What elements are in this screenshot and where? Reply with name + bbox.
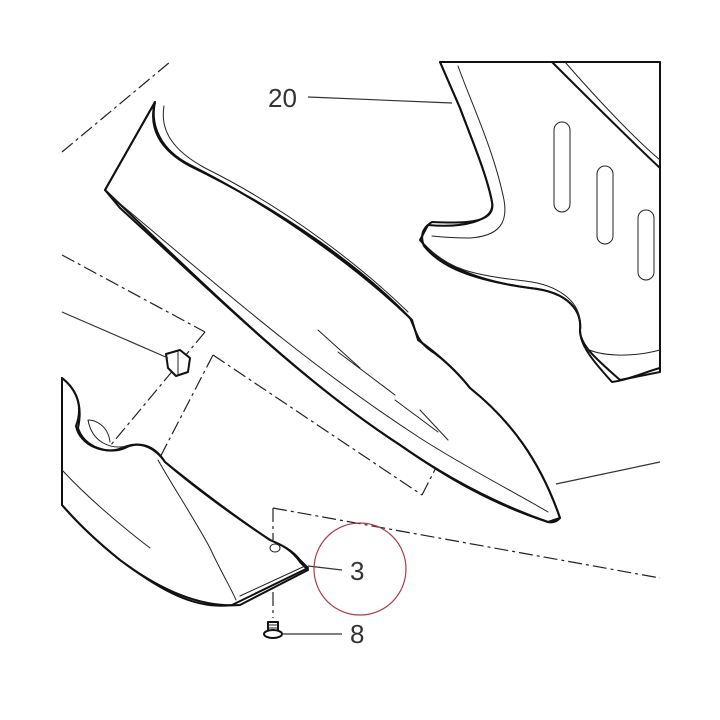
phantom-line-screw-axis xyxy=(272,507,661,579)
cover-3-lip xyxy=(239,565,306,597)
bracket-20-back-inner xyxy=(564,61,661,161)
bracket-20-lower-edge xyxy=(429,249,581,321)
part-8-screw xyxy=(263,621,283,639)
callout-3-label: 3 xyxy=(350,556,364,586)
phantom-line-panel-bottom xyxy=(212,354,423,496)
cover-3-hole xyxy=(269,543,281,553)
slot-1 xyxy=(553,121,571,213)
cover-3-flange xyxy=(61,469,151,549)
panel-outline xyxy=(104,101,561,524)
phantom-line-clip-down xyxy=(109,331,206,447)
phantom-line-left xyxy=(61,254,206,333)
callout-8-label: 8 xyxy=(350,619,364,649)
screw-head xyxy=(263,629,283,639)
clip-part xyxy=(61,311,191,377)
leader-panel xyxy=(555,461,661,485)
bracket-20-foot xyxy=(584,347,661,356)
leader-3 xyxy=(307,565,343,571)
bracket-20-inner-edge xyxy=(431,65,506,239)
panel-ribs xyxy=(317,329,449,441)
panel-bottom-inner xyxy=(111,196,549,513)
part-20-bracket xyxy=(419,61,661,383)
part-3-cover xyxy=(61,377,309,607)
cover-3-hook xyxy=(87,419,129,448)
bracket-20-back-edge xyxy=(551,61,661,169)
clip-leader xyxy=(61,311,169,359)
callout-20-label: 20 xyxy=(268,83,297,113)
slot-3 xyxy=(637,209,655,281)
callout-3-highlight-circle xyxy=(313,522,407,616)
panel-top-inner xyxy=(162,105,409,313)
phantom-line-top-left xyxy=(61,61,171,153)
long-trim-panel xyxy=(104,101,561,524)
slot-2 xyxy=(596,165,614,245)
leader-20 xyxy=(307,96,453,104)
cover-3-crease xyxy=(157,459,237,601)
cover-3-outline xyxy=(61,377,309,607)
bracket-20-outline xyxy=(421,61,661,383)
